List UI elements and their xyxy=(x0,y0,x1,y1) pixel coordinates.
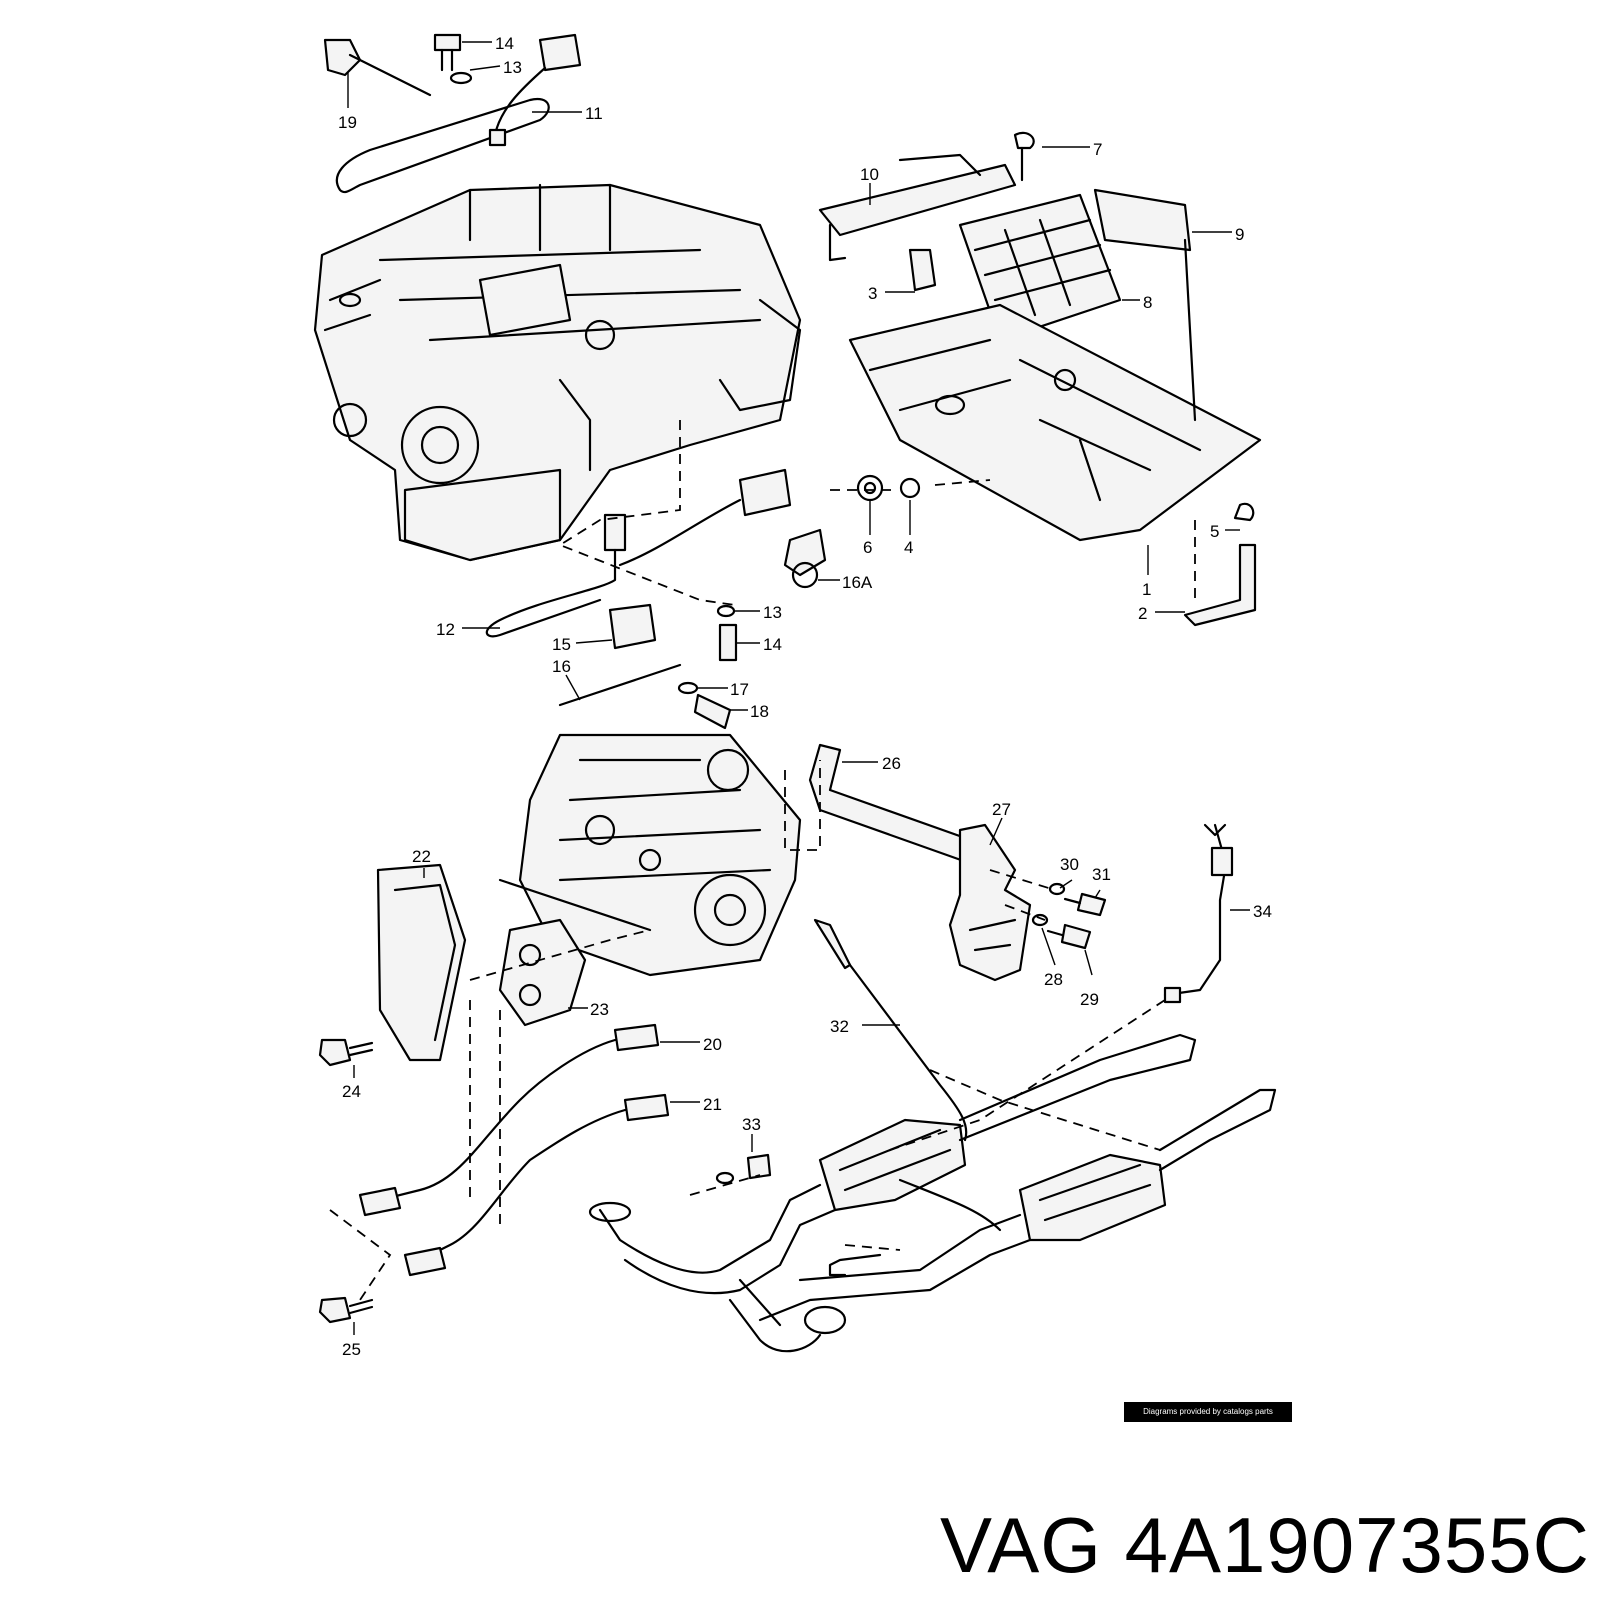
leader-lines xyxy=(347,41,1250,1335)
callout-13: 13 xyxy=(503,58,522,77)
callout-24: 24 xyxy=(342,1082,361,1101)
callout-1: 1 xyxy=(1142,580,1151,599)
callout-30: 30 xyxy=(1060,855,1079,874)
callout-11: 11 xyxy=(585,104,603,123)
callout-21: 21 xyxy=(703,1095,722,1114)
callout-labels: 14 13 19 11 7 10 9 3 8 6 4 5 16A 1 2 13 … xyxy=(338,34,1272,1359)
callout-8: 8 xyxy=(1143,293,1152,312)
callout-4: 4 xyxy=(904,538,913,557)
callout-14b: 14 xyxy=(763,635,782,654)
callout-10: 10 xyxy=(860,165,879,184)
callout-26: 26 xyxy=(882,754,901,773)
ecu-tray-assembly xyxy=(818,131,1262,627)
mid-small-parts xyxy=(485,468,921,730)
part-number-caption: VAG 4A1907355C xyxy=(940,1501,1590,1589)
engine-assembly xyxy=(313,183,802,562)
callout-29: 29 xyxy=(1080,990,1099,1009)
callout-13b: 13 xyxy=(763,603,782,622)
callout-18: 18 xyxy=(750,702,769,721)
callout-19: 19 xyxy=(338,113,357,132)
callout-25: 25 xyxy=(342,1340,361,1359)
callout-33: 33 xyxy=(742,1115,761,1134)
relation-lines xyxy=(329,420,1196,1301)
callout-3: 3 xyxy=(868,284,877,303)
callout-6: 6 xyxy=(863,538,872,557)
bracket-26-27 xyxy=(808,743,1107,982)
callout-23: 23 xyxy=(590,1000,609,1019)
credit-badge: Diagrams provided by catalogs parts xyxy=(1124,1402,1292,1422)
exhaust-system xyxy=(588,1033,1277,1353)
callout-14: 14 xyxy=(495,34,514,53)
lower-left-parts xyxy=(318,863,670,1324)
callout-16a: 16A xyxy=(842,573,873,592)
dipstick-sensor xyxy=(715,823,1234,1185)
callout-5: 5 xyxy=(1210,522,1219,541)
callout-22: 22 xyxy=(412,847,431,866)
callout-16: 16 xyxy=(552,657,571,676)
callout-9: 9 xyxy=(1235,225,1244,244)
callout-2: 2 xyxy=(1138,604,1147,623)
callout-15: 15 xyxy=(552,635,571,654)
callout-34: 34 xyxy=(1253,902,1272,921)
callout-28: 28 xyxy=(1044,970,1063,989)
callout-31: 31 xyxy=(1092,865,1111,884)
callout-32: 32 xyxy=(830,1017,849,1036)
callout-12: 12 xyxy=(436,620,455,639)
sensor-cable-top xyxy=(323,33,582,194)
engine-block-lower xyxy=(498,733,802,977)
callout-27: 27 xyxy=(992,800,1011,819)
callout-7: 7 xyxy=(1093,140,1102,159)
callout-17: 17 xyxy=(730,680,749,699)
callout-20: 20 xyxy=(703,1035,722,1054)
